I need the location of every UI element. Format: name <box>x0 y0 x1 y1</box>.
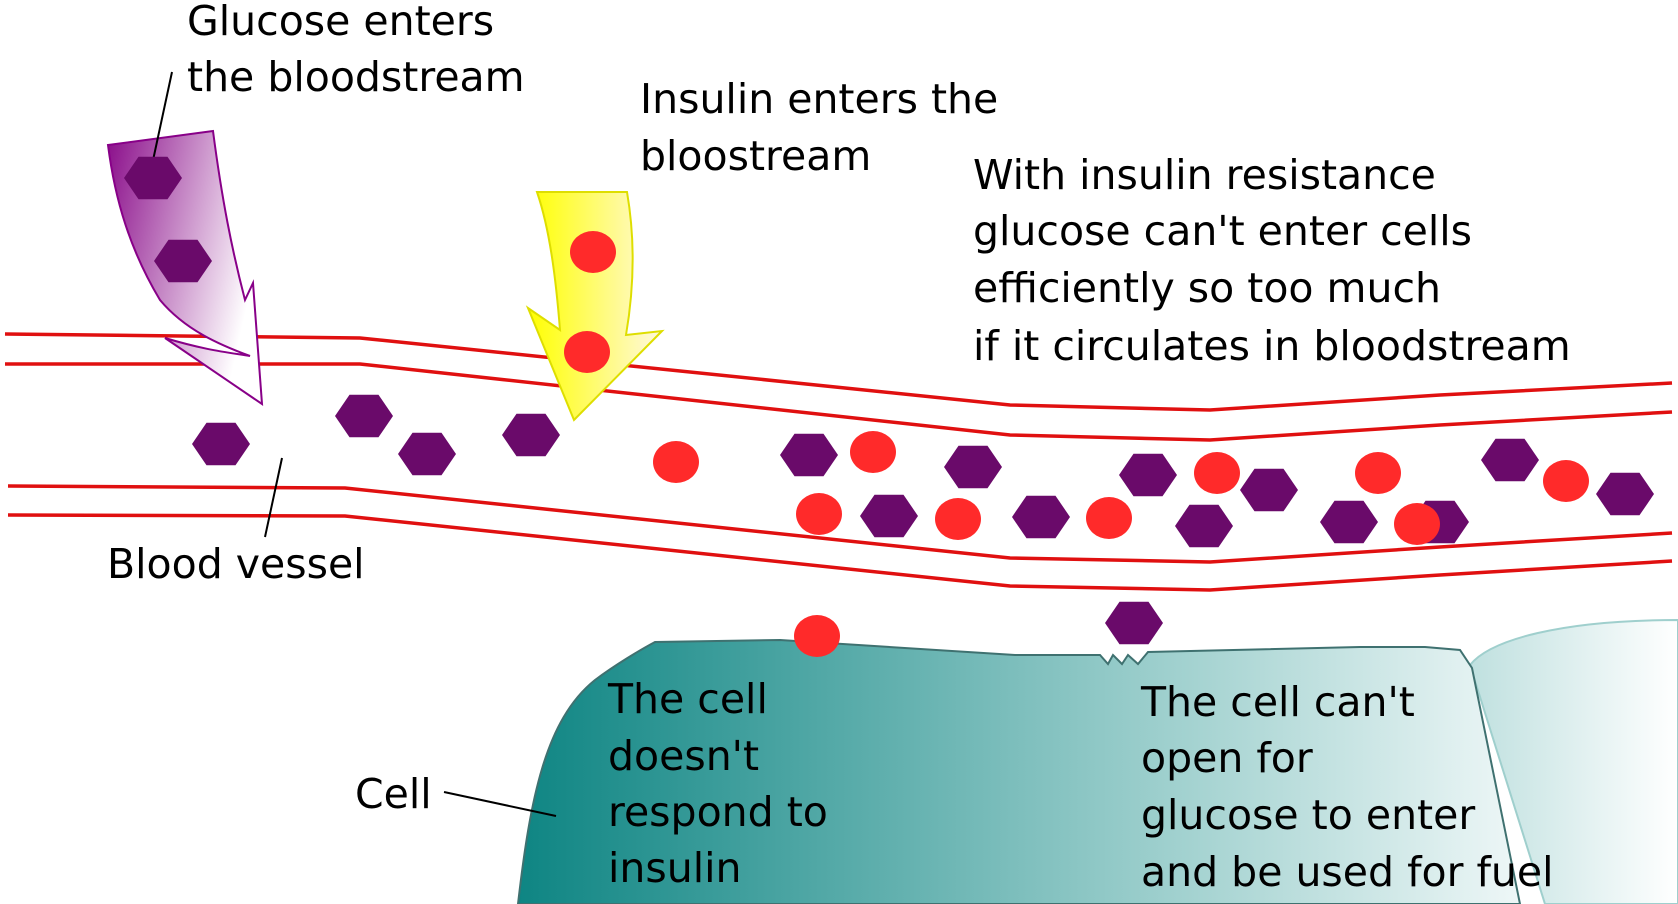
vessel-wall-inner-top <box>5 362 1673 442</box>
cant-open-line-4: and be used for fuel <box>1141 848 1554 896</box>
no-response-line-3: respond to <box>608 788 828 836</box>
glucose-molecule <box>335 394 393 438</box>
vessel-wall-inner-bottom <box>7 484 1673 564</box>
insulin-molecule <box>796 493 842 535</box>
insulin-molecule <box>794 615 840 657</box>
glucose-molecule <box>860 494 918 538</box>
resistance-line-2: glucose can't enter cells <box>973 207 1472 255</box>
resistance-line-3: efficiently so too much <box>973 264 1441 312</box>
blood-vessel-label: Blood vessel <box>107 540 365 588</box>
insulin-label-line-2: bloostream <box>640 132 871 180</box>
insulin-molecule <box>1355 452 1401 494</box>
glucose-enters-label: Glucose enters the bloodstream <box>187 0 525 101</box>
glucose-molecule <box>398 432 456 476</box>
resistance-line-1: With insulin resistance <box>973 151 1436 199</box>
vessel-wall-outer-bottom <box>7 513 1673 592</box>
insulin-molecule <box>1394 503 1440 545</box>
insulin-molecules <box>564 231 1589 657</box>
glucose-molecule <box>1240 468 1298 512</box>
glucose-molecule <box>944 445 1002 489</box>
insulin-molecule <box>653 441 699 483</box>
cant-open-line-2: open for <box>1141 734 1313 782</box>
resistance-line-4: if it circulates in bloodstream <box>973 322 1571 370</box>
insulin-molecule <box>850 431 896 473</box>
cant-open-label: The cell can't open for glucose to enter… <box>1140 678 1554 896</box>
blood-vessel <box>4 332 1673 592</box>
no-response-line-1: The cell <box>607 675 768 723</box>
no-response-label: The cell doesn't respond to insulin <box>607 675 841 892</box>
cell-label: Cell <box>355 770 432 818</box>
glucose-molecule <box>1012 495 1070 539</box>
glucose-molecule <box>124 156 182 200</box>
cant-open-line-3: glucose to enter <box>1141 791 1475 839</box>
glucose-molecules <box>124 156 1654 645</box>
no-response-line-4: insulin <box>608 844 742 892</box>
glucose-molecule <box>1320 500 1378 544</box>
glucose-molecule <box>1105 601 1163 645</box>
insulin-molecule <box>1086 497 1132 539</box>
no-response-line-2: doesn't <box>608 732 759 780</box>
insulin-enters-label: Insulin enters the bloostream <box>640 75 1011 180</box>
vessel-pointer-line <box>264 457 283 538</box>
vessel-wall-outer-top <box>4 332 1673 412</box>
insulin-molecule <box>935 498 981 540</box>
insulin-molecule <box>570 231 616 273</box>
insulin-molecule <box>1194 452 1240 494</box>
glucose-molecule <box>154 239 212 283</box>
glucose-molecule <box>1175 504 1233 548</box>
cant-open-line-1: The cell can't <box>1140 678 1415 726</box>
glucose-pointer-line <box>151 71 173 166</box>
glucose-molecule <box>502 413 560 457</box>
cell <box>516 638 1522 904</box>
cell-pointer-line <box>443 791 557 817</box>
glucose-molecule <box>192 422 250 466</box>
insulin-label-line-1: Insulin enters the <box>640 75 998 123</box>
glucose-molecule <box>1596 472 1654 516</box>
glucose-molecule <box>1481 438 1539 482</box>
glucose-molecule <box>780 433 838 477</box>
insulin-molecule <box>564 331 610 373</box>
insulin-molecule <box>1543 460 1589 502</box>
glucose-label-line-2: the bloodstream <box>187 53 525 101</box>
glucose-label-line-1: Glucose enters <box>187 0 494 45</box>
insulin-arrow <box>525 191 665 422</box>
insulin-resistance-label: With insulin resistance glucose can't en… <box>973 151 1571 370</box>
glucose-molecule <box>1119 453 1177 497</box>
